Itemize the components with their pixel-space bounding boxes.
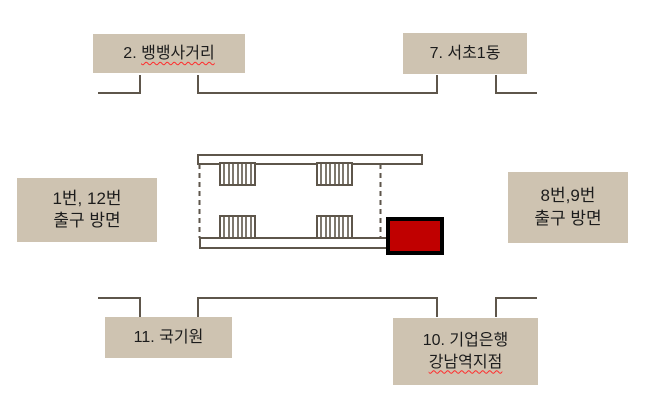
stairs-icon-bottom-right [316, 215, 353, 239]
platform-top-bar [197, 154, 423, 165]
label-seocho-1-dong: 7. 서초1동 [403, 33, 527, 74]
label-kukkiwon: 11. 국기원 [105, 317, 232, 358]
label-place-name: 강남역지점 [428, 353, 503, 371]
label-line-2: 강남역지점 [429, 352, 503, 373]
road-line-bottom-right [495, 297, 537, 317]
road-line-bottom-center [197, 297, 438, 317]
label-bangbang-intersection: 2. 뱅뱅사거리 [93, 34, 245, 73]
label-text: 2. 뱅뱅사거리 [123, 43, 214, 64]
label-text: 7. 서초1동 [429, 44, 501, 62]
stairs-icon-bottom-left [219, 215, 256, 239]
label-line-1: 1번, 12번 [52, 188, 122, 208]
label-line-2: 출구 방면 [534, 208, 602, 228]
label-number-prefix: 2. [123, 44, 142, 62]
road-line-bottom-left [98, 297, 141, 317]
road-line-top-left [98, 75, 141, 94]
label-exit-8-9: 8번,9번 출구 방면 [508, 172, 628, 243]
stairs-icon-top-right [316, 162, 353, 186]
label-line-2: 출구 방면 [53, 211, 121, 230]
label-ibk-bank-gangnam: 10. 기업은행 강남역지점 [393, 318, 538, 385]
road-line-top-center [197, 75, 438, 94]
road-line-top-right [495, 75, 537, 94]
label-line-1: 8번,9번 [540, 186, 596, 206]
label-place-name: 뱅뱅사거리 [141, 44, 215, 62]
highlight-red-box [386, 217, 444, 255]
stairs-icon-top-left [219, 162, 256, 186]
label-line-1: 10. 기업은행 [422, 332, 509, 350]
label-text: 11. 국기원 [133, 328, 204, 346]
label-exit-1-12: 1번, 12번 출구 방면 [17, 178, 157, 242]
